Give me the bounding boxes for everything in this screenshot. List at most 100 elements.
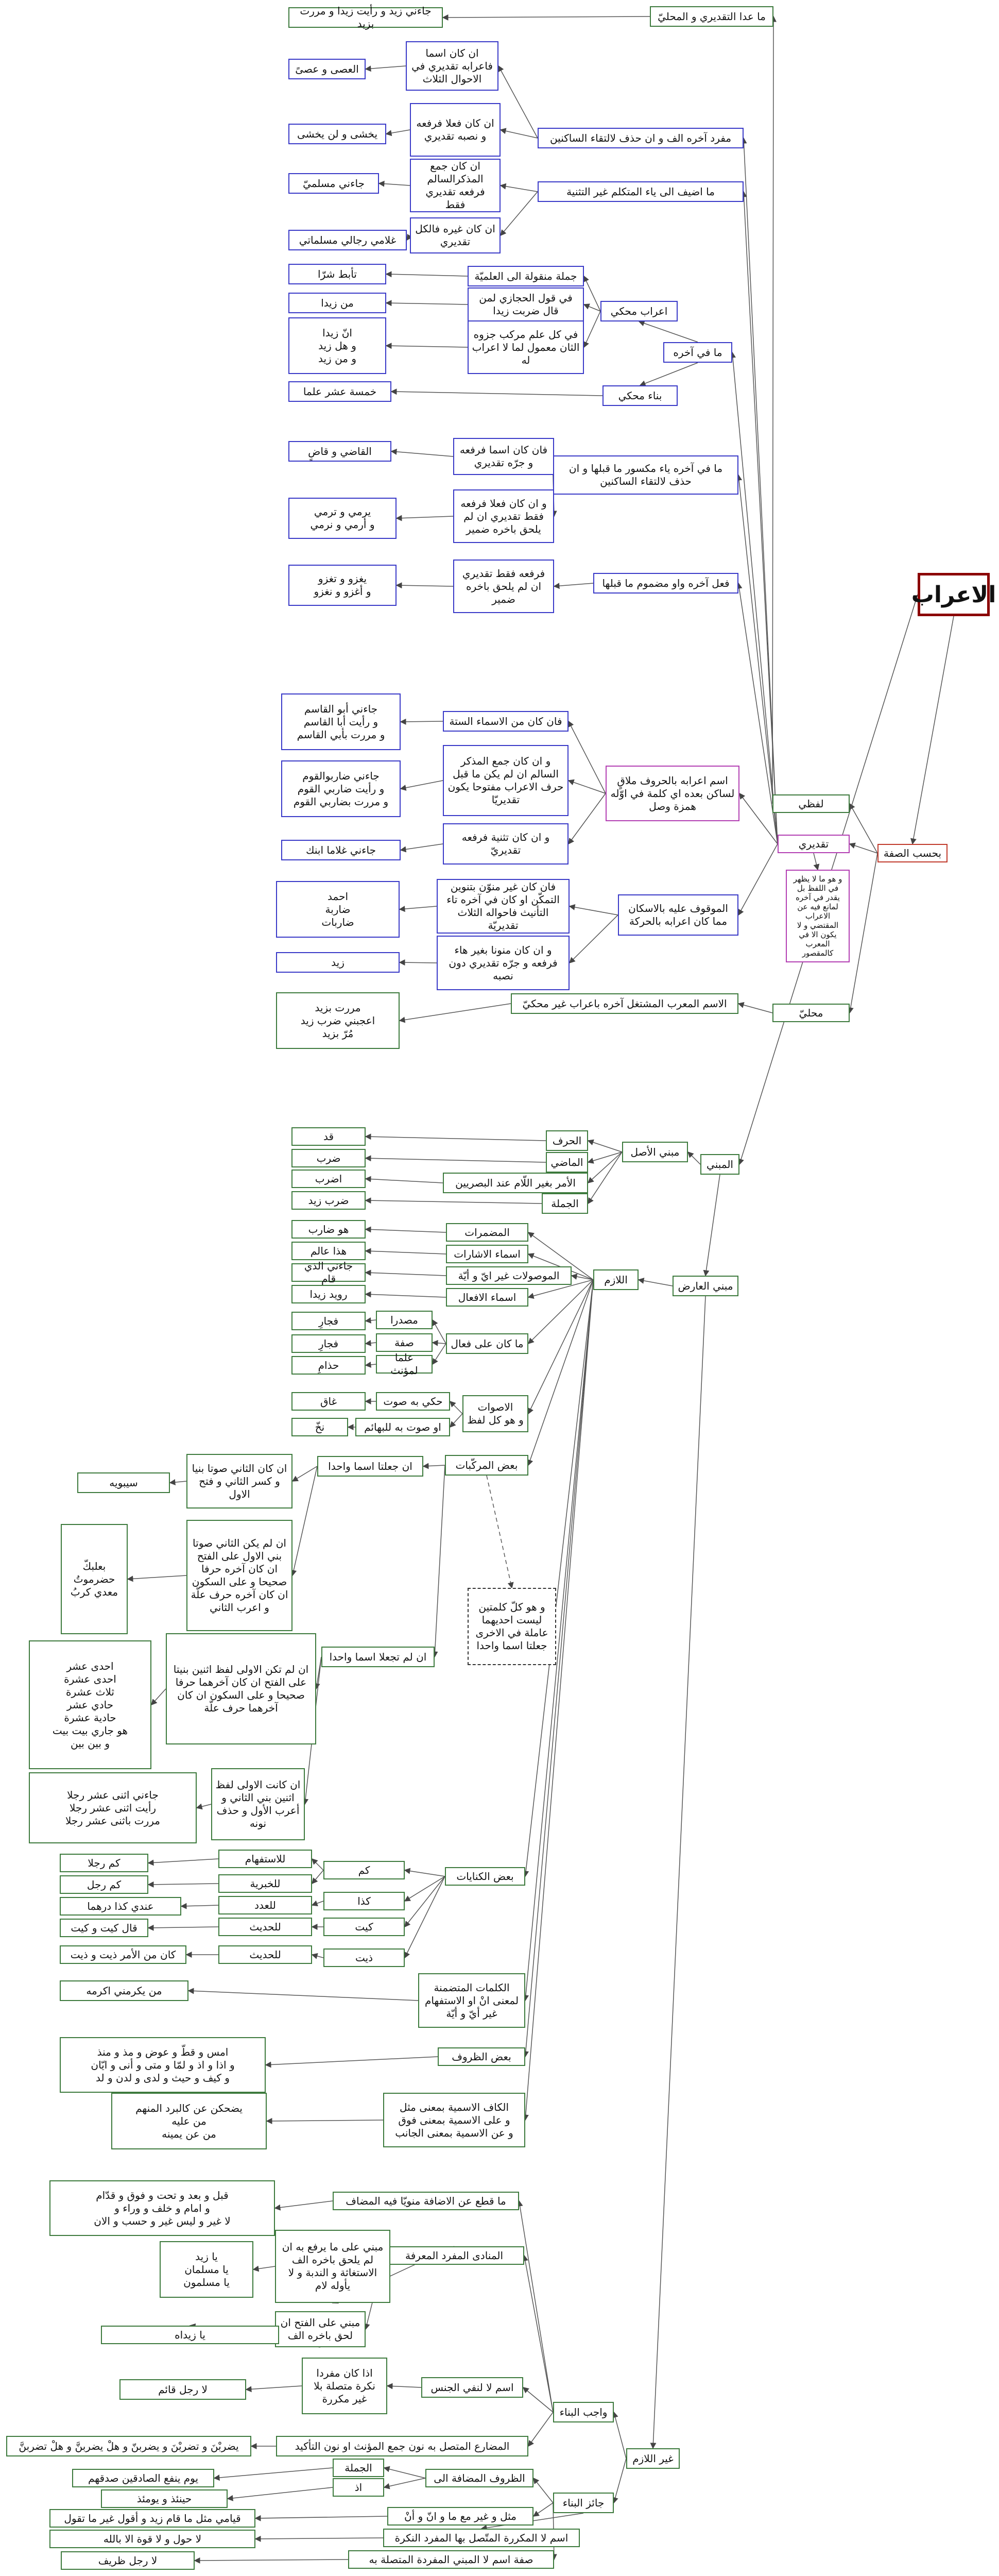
edge-node-wa-in-tathniya-to-example-ghulama-ibnik <box>400 843 443 853</box>
node-mahalli: محليّ <box>772 1004 850 1022</box>
node-mabni-fath: مبني على الفتح ان لحق باخره الف <box>275 2311 366 2347</box>
edge-node-lazim-to-node-kaf-ismiyya <box>522 1279 594 2121</box>
edge-node-lafzi-to-node-except-taqdiri <box>770 15 777 804</box>
example-ithna-ashar: جاءني اثنى عشر رجلا رأيت اثنى عشر رجلا م… <box>29 1772 197 1843</box>
edge-node-bad-zuruf-to-example-ams <box>265 2056 438 2068</box>
edge-node-mufrad-alif-to-node-in-fiel-alif <box>499 128 538 139</box>
edge-node-bad-kinayat-to-node-kam <box>404 1868 445 1877</box>
example-hadhami: حذامِ <box>291 1356 366 1375</box>
node-lil-adad: للعدد <box>218 1896 312 1914</box>
node-sifat-ism-la: صفة اسم لا المبني المفردة المتصلة به <box>348 2550 554 2569</box>
example-zaid: زيد <box>276 952 400 973</box>
node-fa-rafuhu: فرفعه فقط تقديري ان لم يلحق باخره ضمير <box>453 560 554 613</box>
node-kam: كم <box>323 1861 405 1879</box>
node-ma-fi-akhirihi: ما في آخره <box>663 342 732 363</box>
example-ahmad: احمد ضاربة ضاربات <box>276 881 400 938</box>
example-ya-zaid: يا زيد يا مسلمان يا مسلمون <box>160 2241 253 2298</box>
example-yarmi: يرمي و ترمي و أرمي و نرمي <box>288 498 397 539</box>
node-mawquf: الموقوف عليه بالاسكان مما كان اعرابه بال… <box>618 894 738 936</box>
edge-node-fi-kull-alam-to-example-anna-zaidan <box>385 343 468 349</box>
example-qad: قد <box>291 1127 366 1146</box>
edge-node-mabni-arid-to-node-lazim <box>638 1277 673 1286</box>
edge-node-madi-to-example-daraba <box>365 1155 546 1163</box>
node-idha-kana-mufrad: اذا كان مفردا نكرة متصلة بلا غير مكررة <box>302 2358 387 2414</box>
edge-node-lazim-to-node-asma-afal <box>527 1279 594 1299</box>
edge-node-in-ghair-to-example-ghulami <box>406 233 412 241</box>
node-in-fiel-alif: ان كان فعلا فرفعه و نصبه تقديري <box>410 103 501 157</box>
edge-node-al-jumla-to-example-yawma-yanfau <box>213 2467 333 2481</box>
node-asma-ishara: اسماء الاشارات <box>446 1245 528 1263</box>
example-jani-zaid: جاءني زيد و رأيت زيدا و مررت بزيد <box>288 5 443 30</box>
edge-node-lazim-to-node-kalimat-mutadammina <box>523 1279 594 2002</box>
example-alladhi-qam: جاءني الذي قام <box>291 1260 366 1285</box>
edge-node-sifa-to-example-fajari-2 <box>365 1340 376 1346</box>
edge-node-asma-ishara-to-example-hadha-alim <box>365 1248 446 1255</box>
edge-node-jaiz-bina-to-node-zuruf-mudafa <box>533 2477 554 2503</box>
edge-node-mithl-ghair-to-example-qiyami <box>254 2515 388 2521</box>
edge-node-in-ism-taqdiri-to-example-asa <box>365 65 406 72</box>
example-ruwaid: رويد زيدا <box>291 1285 366 1303</box>
edge-node-irab-muhki-to-node-fi-qawl <box>583 303 601 312</box>
edge-node-wa-in-jam-mudhakkar-to-example-daribu-qawm <box>400 780 443 791</box>
node-in-lam-yakun-thani: ان لم يكن الثاني صوتا بني الاول على الفت… <box>186 1520 292 1631</box>
edge-node-in-kanat-ula-to-example-ithna-ashar <box>196 1803 212 1810</box>
edge-node-lazim-to-node-mawsulat <box>571 1274 594 1280</box>
edge-root-node-to-node-by-form <box>910 616 954 845</box>
edge-node-lil-khabariyya-to-example-kam-rajul <box>147 1881 219 1888</box>
edge-node-in-fiel-alif-to-example-yakhsha <box>385 129 410 137</box>
edge-node-by-form-to-node-mahalli <box>847 853 878 1014</box>
edge-node-asma-afal-to-example-ruwaid <box>365 1291 446 1298</box>
example-la-rajul-qaim: لا رجل قائم <box>119 2379 246 2400</box>
edge-node-sifat-ism-la-to-example-la-rajul-zarif <box>194 2557 349 2564</box>
edge-node-fiel-waw-to-node-fa-rafuhu <box>553 583 594 589</box>
edge-node-bad-kinayat-to-node-kadha <box>404 1876 445 1902</box>
example-ghaq: غاق <box>291 1392 366 1411</box>
node-mudari: المضارع المتصل به نون جمع المؤنث او نون … <box>276 2436 528 2456</box>
example-huwa-darib: هو ضارب <box>291 1220 366 1239</box>
node-bad-kinayat: بعض الكنايات <box>445 1867 525 1886</box>
example-baalbak: بعلبكّ حضرموتُ معدي كربُ <box>61 1524 128 1634</box>
node-amr: الأمر بغير اللّام عند البصريين <box>443 1173 588 1193</box>
node-kaf-ismiyya: الكاف الاسمية بمعنى مثل و على الاسمية بم… <box>383 2093 525 2147</box>
edge-node-mabni-ma-yurfa-to-example-ya-zaid <box>252 2265 275 2272</box>
example-yadhakun: يضحكن عن كالبرد المنهم من عليه من عن يمي… <box>111 2093 267 2149</box>
edge-node-by-form-to-node-taqdiri <box>849 842 878 854</box>
edge-node-taqdiri-to-node-mudaf-ya <box>740 191 778 844</box>
edge-node-bina-muhki-to-example-khamsata <box>390 388 603 396</box>
edge-node-mufrad-alif-to-node-in-ism-taqdiri <box>498 65 538 139</box>
example-yaghzu: يغزو و تغزو و أغزو و نغزو <box>288 565 397 606</box>
edge-node-bad-murakkabat-to-node-in-lam-tujala <box>432 1465 445 1658</box>
node-kadha: كذا <box>323 1892 405 1910</box>
edge-node-alam-muannath-to-example-hadhami <box>365 1361 376 1368</box>
edge-node-mabni-asl-to-node-harf <box>587 1139 623 1153</box>
edge-node-wa-in-fiel-ya-to-example-yarmi <box>395 515 454 521</box>
node-wa-in-munawwan: و ان كان منونا بغير هاء فرفعه و جرّه تقد… <box>437 936 570 990</box>
edge-node-fa-rafuhu-to-example-yaghzu <box>395 582 454 589</box>
edge-node-mabni-to-node-mabni-asl <box>687 1151 701 1165</box>
node-lil-istifham: للاستفهام <box>218 1850 312 1868</box>
node-jumla-manqula: جملة منقولة الى العلميّة <box>468 266 584 286</box>
node-alam-muannath: علما لمؤنث <box>376 1351 433 1377</box>
edge-node-kaf-ismiyya-to-example-yadhakun <box>266 2117 384 2124</box>
example-man-yukrimni: من يكرمني اكرمه <box>60 1980 188 2001</box>
edge-node-idh-to-example-hinaidh <box>227 2487 333 2501</box>
example-yadribna: يضربْنَ و تضربْنَ و يضربنّ و هلْ يضربنَّ… <box>6 2436 251 2456</box>
edge-node-taqdiri-to-node-ma-fi-akhirihi <box>729 351 778 844</box>
node-in-thani-sawt: ان كان الثاني صوتا بنيا و كسر الثاني و ف… <box>186 1454 292 1509</box>
edge-node-bad-kinayat-to-node-kayt <box>404 1876 445 1928</box>
node-mawsulat: الموصولات غير ايّ و أيّة <box>446 1266 572 1285</box>
node-dhayt: ذيت <box>323 1948 405 1967</box>
edge-node-kam-to-node-lil-khabariyya <box>312 1870 324 1885</box>
node-lil-khabariyya: للخبرية <box>218 1874 312 1893</box>
edge-node-taqdiri-to-node-fiel-waw <box>736 582 778 844</box>
node-ism-la: اسم لا لنفي الجنس <box>421 2377 523 2398</box>
node-in-ism-taqdiri: ان كان اسما فاعرابه تقديري في الاحوال ال… <box>406 41 498 91</box>
edge-node-irab-muhki-to-node-jumla-manqula <box>583 275 601 312</box>
example-yawma-yanfau: يوم ينفع الصادقين صدقهم <box>72 2469 214 2487</box>
edge-node-harf-to-example-qad <box>365 1133 546 1141</box>
edge-node-mahalli-to-node-ism-murab-mushtaghil <box>737 1002 773 1013</box>
edge-node-mabni-arid-to-node-ghair-lazim <box>650 1296 706 2449</box>
node-ma-kana-fial: ما كان على فعال <box>446 1333 528 1354</box>
example-qala-kayt: قال كيت و كيت <box>60 1919 148 1937</box>
edge-node-fa-in-sitta-to-example-abu-qasim <box>400 718 443 725</box>
